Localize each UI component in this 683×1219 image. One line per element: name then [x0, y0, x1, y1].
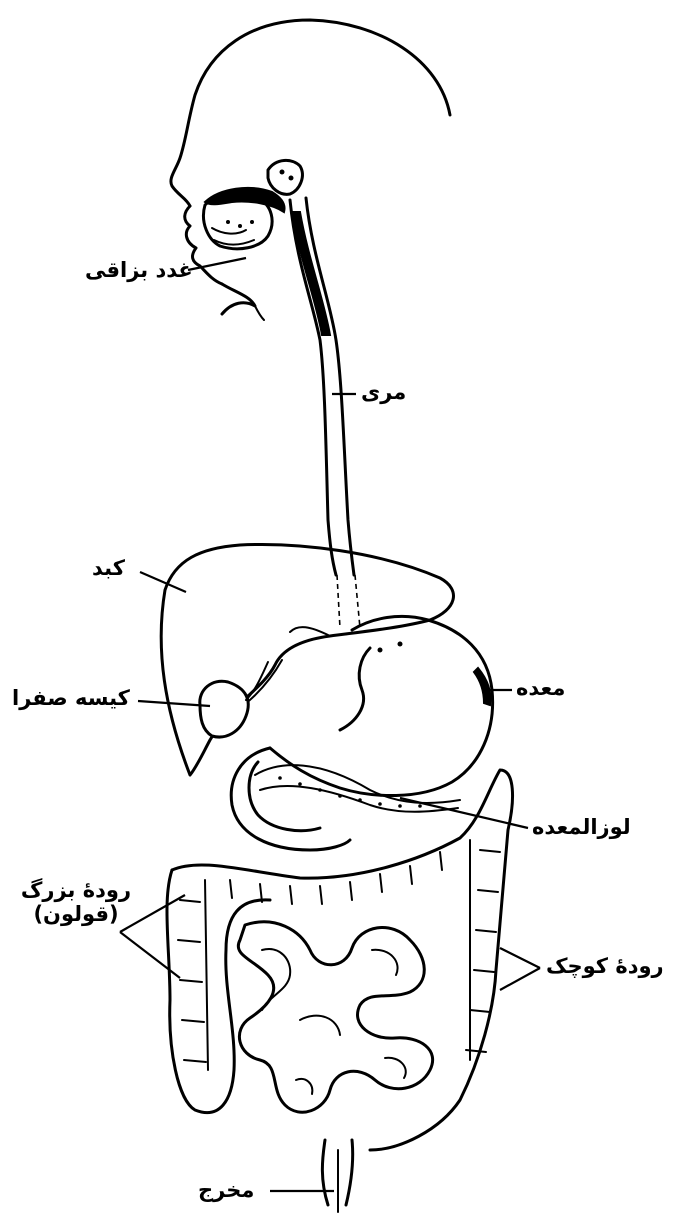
gallbladder	[200, 662, 268, 737]
label-large-intestine-line2: (قولون)	[12, 902, 140, 926]
label-liver: کبد	[92, 556, 125, 580]
liver	[161, 544, 453, 775]
label-large-intestine-line1: رودهٔ بزرگ	[12, 878, 140, 902]
label-large-intestine: رودهٔ بزرگ (قولون)	[12, 878, 140, 926]
mouth-region	[203, 160, 302, 248]
duodenum-pancreas	[231, 748, 460, 850]
label-salivary-glands: غدد بزاقی	[85, 258, 193, 282]
label-stomach: معده	[516, 676, 565, 700]
large-intestine	[167, 770, 513, 1150]
label-gallbladder: کیسه صفرا	[12, 686, 130, 710]
label-anus: مخرج	[198, 1178, 254, 1202]
label-pancreas: لوزالمعده	[532, 815, 631, 839]
esophagus	[290, 198, 360, 628]
small-intestine	[238, 922, 432, 1112]
rectum	[322, 1140, 352, 1212]
label-small-intestine: رودهٔ کوچک	[546, 954, 664, 978]
label-esophagus: مری	[361, 380, 406, 404]
